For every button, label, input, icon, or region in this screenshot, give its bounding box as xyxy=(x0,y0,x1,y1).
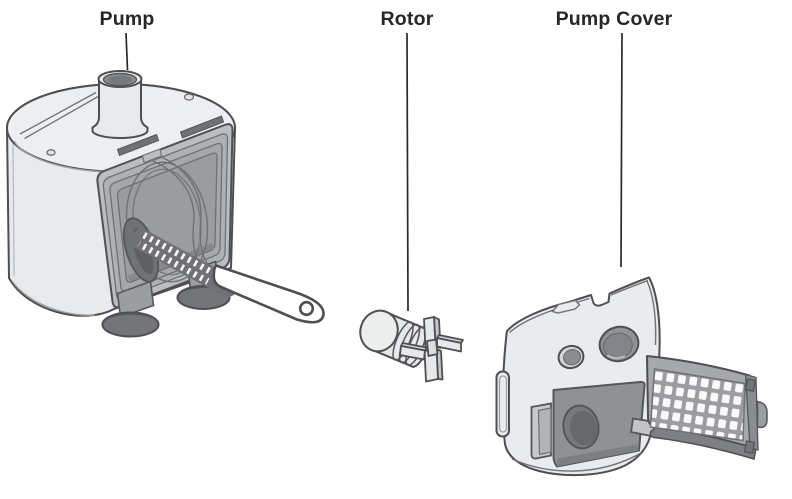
grate-door xyxy=(646,355,768,460)
door-grate-grid xyxy=(649,368,746,442)
door-latch-tab xyxy=(756,400,768,429)
intake-recess-fold xyxy=(557,444,639,467)
pump-cover-illustration xyxy=(495,32,768,477)
door-clip xyxy=(743,440,756,454)
impeller-blade-left xyxy=(399,345,426,361)
pump-outlet-tube xyxy=(91,70,149,139)
brush-bristles xyxy=(142,232,215,276)
brush-bristles xyxy=(137,241,210,285)
pump-leader-line xyxy=(125,32,129,71)
cover-bottom-inner-rim xyxy=(511,452,642,472)
cover-hole-small xyxy=(557,344,585,370)
plate-top-notch xyxy=(141,148,163,164)
rotor-end-cap xyxy=(359,309,399,353)
pump-illustration xyxy=(6,32,325,338)
water-channel-line xyxy=(160,155,214,273)
pump-body-left-highlight xyxy=(12,139,15,277)
rotor-leader-line xyxy=(406,32,409,312)
intake-hole xyxy=(562,404,600,450)
door-side-edge xyxy=(744,373,759,451)
plate-top-slot xyxy=(179,115,225,139)
pump-cover-leader-line xyxy=(620,32,623,268)
pump-body-bottom-rim xyxy=(11,280,96,316)
suction-cup xyxy=(101,311,160,338)
suction-cup-stem xyxy=(116,280,155,319)
rotor-illustration xyxy=(359,32,464,383)
door-clip xyxy=(744,378,757,393)
impeller-hub xyxy=(426,338,439,357)
brush-handle-hole xyxy=(298,300,315,317)
label-pump-cover: Pump Cover xyxy=(555,8,673,30)
brush-handle xyxy=(212,264,325,324)
plate-top-slot xyxy=(116,133,160,157)
label-rotor: Rotor xyxy=(380,8,434,30)
pump-top-screw-hole xyxy=(46,149,56,156)
cleaning-brush xyxy=(122,217,325,324)
cover-hole-large xyxy=(598,325,640,363)
cover-rim-tab xyxy=(551,299,581,314)
label-pump: Pump xyxy=(99,8,155,30)
impeller xyxy=(399,316,464,383)
pump-top-screw-hole xyxy=(183,93,195,101)
pump-top-seam xyxy=(19,91,100,140)
